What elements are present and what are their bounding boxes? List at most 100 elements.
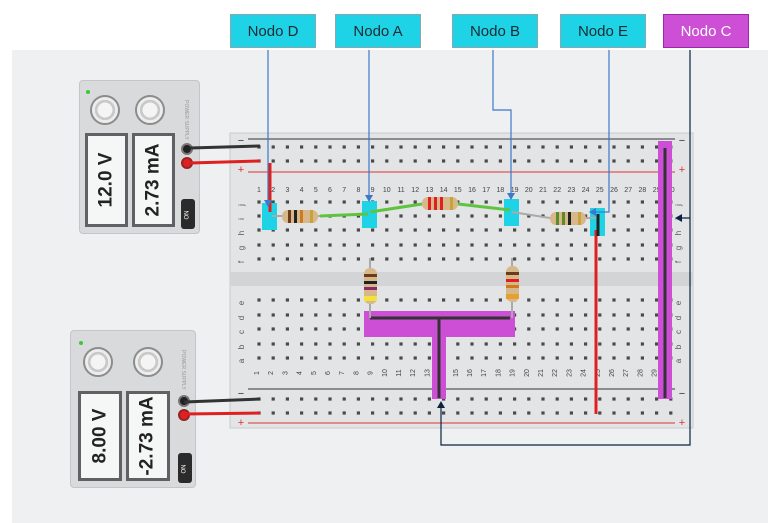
breadboard-hole[interactable] <box>555 200 559 204</box>
green-wire-a-r2[interactable] <box>369 202 423 214</box>
breadboard-hole[interactable] <box>271 298 275 302</box>
breadboard-hole[interactable] <box>328 313 332 317</box>
green-wire-r2-b[interactable] <box>457 202 511 212</box>
on-switch[interactable] <box>178 453 192 483</box>
breadboard-hole[interactable] <box>655 145 659 149</box>
breadboard-hole[interactable] <box>328 411 332 415</box>
breadboard-hole[interactable] <box>285 411 289 415</box>
breadboard-hole[interactable] <box>484 228 488 232</box>
breadboard-hole[interactable] <box>413 342 417 346</box>
breadboard-hole[interactable] <box>626 342 630 346</box>
breadboard-hole[interactable] <box>314 313 318 317</box>
breadboard-hole[interactable] <box>655 200 659 204</box>
breadboard-hole[interactable] <box>569 257 573 261</box>
breadboard-hole[interactable] <box>555 243 559 247</box>
breadboard-hole[interactable] <box>470 200 474 204</box>
breadboard-hole[interactable] <box>555 228 559 232</box>
breadboard-hole[interactable] <box>300 159 304 163</box>
breadboard-hole[interactable] <box>385 200 389 204</box>
breadboard-hole[interactable] <box>527 200 531 204</box>
breadboard-hole[interactable] <box>427 397 431 401</box>
breadboard-hole[interactable] <box>626 313 630 317</box>
breadboard-hole[interactable] <box>470 145 474 149</box>
breadboard-hole[interactable] <box>314 356 318 360</box>
breadboard-hole[interactable] <box>285 356 289 360</box>
breadboard-hole[interactable] <box>342 145 346 149</box>
breadboard-hole[interactable] <box>584 313 588 317</box>
breadboard-hole[interactable] <box>527 159 531 163</box>
breadboard-hole[interactable] <box>498 145 502 149</box>
breadboard-hole[interactable] <box>385 342 389 346</box>
breadboard-hole[interactable] <box>470 397 474 401</box>
breadboard-hole[interactable] <box>527 243 531 247</box>
breadboard-hole[interactable] <box>541 327 545 331</box>
breadboard-hole[interactable] <box>655 327 659 331</box>
breadboard-hole[interactable] <box>456 228 460 232</box>
supply-negative-wire[interactable] <box>189 144 261 150</box>
breadboard-hole[interactable] <box>399 145 403 149</box>
breadboard-hole[interactable] <box>413 214 417 218</box>
breadboard-hole[interactable] <box>541 313 545 317</box>
breadboard-hole[interactable] <box>271 257 275 261</box>
breadboard-hole[interactable] <box>385 298 389 302</box>
breadboard-hole[interactable] <box>569 397 573 401</box>
breadboard-hole[interactable] <box>356 159 360 163</box>
breadboard-hole[interactable] <box>470 214 474 218</box>
breadboard-hole[interactable] <box>427 342 431 346</box>
breadboard-hole[interactable] <box>314 228 318 232</box>
resistor-r1[interactable] <box>272 210 320 223</box>
breadboard-hole[interactable] <box>356 228 360 232</box>
breadboard-hole[interactable] <box>669 411 673 415</box>
breadboard-hole[interactable] <box>498 342 502 346</box>
breadboard-hole[interactable] <box>598 356 602 360</box>
breadboard-hole[interactable] <box>555 298 559 302</box>
breadboard-hole[interactable] <box>584 159 588 163</box>
resistor-r4[interactable] <box>364 258 377 318</box>
breadboard-hole[interactable] <box>314 243 318 247</box>
breadboard-hole[interactable] <box>612 342 616 346</box>
breadboard-hole[interactable] <box>342 313 346 317</box>
breadboard-hole[interactable] <box>640 327 644 331</box>
breadboard-hole[interactable] <box>584 298 588 302</box>
breadboard-hole[interactable] <box>498 356 502 360</box>
breadboard-hole[interactable] <box>470 298 474 302</box>
breadboard-hole[interactable] <box>527 397 531 401</box>
breadboard-hole[interactable] <box>498 243 502 247</box>
breadboard-hole[interactable] <box>314 397 318 401</box>
breadboard-hole[interactable] <box>285 397 289 401</box>
breadboard-hole[interactable] <box>413 243 417 247</box>
breadboard-hole[interactable] <box>300 145 304 149</box>
breadboard-hole[interactable] <box>498 228 502 232</box>
breadboard-hole[interactable] <box>470 228 474 232</box>
breadboard-hole[interactable] <box>385 257 389 261</box>
breadboard-hole[interactable] <box>328 356 332 360</box>
breadboard-hole[interactable] <box>484 298 488 302</box>
breadboard-hole[interactable] <box>456 159 460 163</box>
breadboard-hole[interactable] <box>442 159 446 163</box>
breadboard-hole[interactable] <box>612 214 616 218</box>
breadboard-hole[interactable] <box>470 257 474 261</box>
breadboard-hole[interactable] <box>612 327 616 331</box>
breadboard-hole[interactable] <box>584 243 588 247</box>
breadboard-hole[interactable] <box>285 327 289 331</box>
breadboard-hole[interactable] <box>555 313 559 317</box>
breadboard-hole[interactable] <box>371 356 375 360</box>
breadboard-hole[interactable] <box>513 397 517 401</box>
breadboard-hole[interactable] <box>413 228 417 232</box>
breadboard-hole[interactable] <box>399 342 403 346</box>
breadboard-hole[interactable] <box>427 257 431 261</box>
breadboard-hole[interactable] <box>484 145 488 149</box>
breadboard-hole[interactable] <box>655 397 659 401</box>
breadboard-hole[interactable] <box>612 298 616 302</box>
breadboard-hole[interactable] <box>527 342 531 346</box>
breadboard-hole[interactable] <box>626 145 630 149</box>
breadboard-hole[interactable] <box>484 397 488 401</box>
breadboard-hole[interactable] <box>640 159 644 163</box>
breadboard-hole[interactable] <box>356 200 360 204</box>
breadboard-hole[interactable] <box>612 243 616 247</box>
breadboard-hole[interactable] <box>328 159 332 163</box>
breadboard-hole[interactable] <box>470 243 474 247</box>
breadboard-hole[interactable] <box>598 327 602 331</box>
breadboard-hole[interactable] <box>513 342 517 346</box>
breadboard-hole[interactable] <box>555 397 559 401</box>
